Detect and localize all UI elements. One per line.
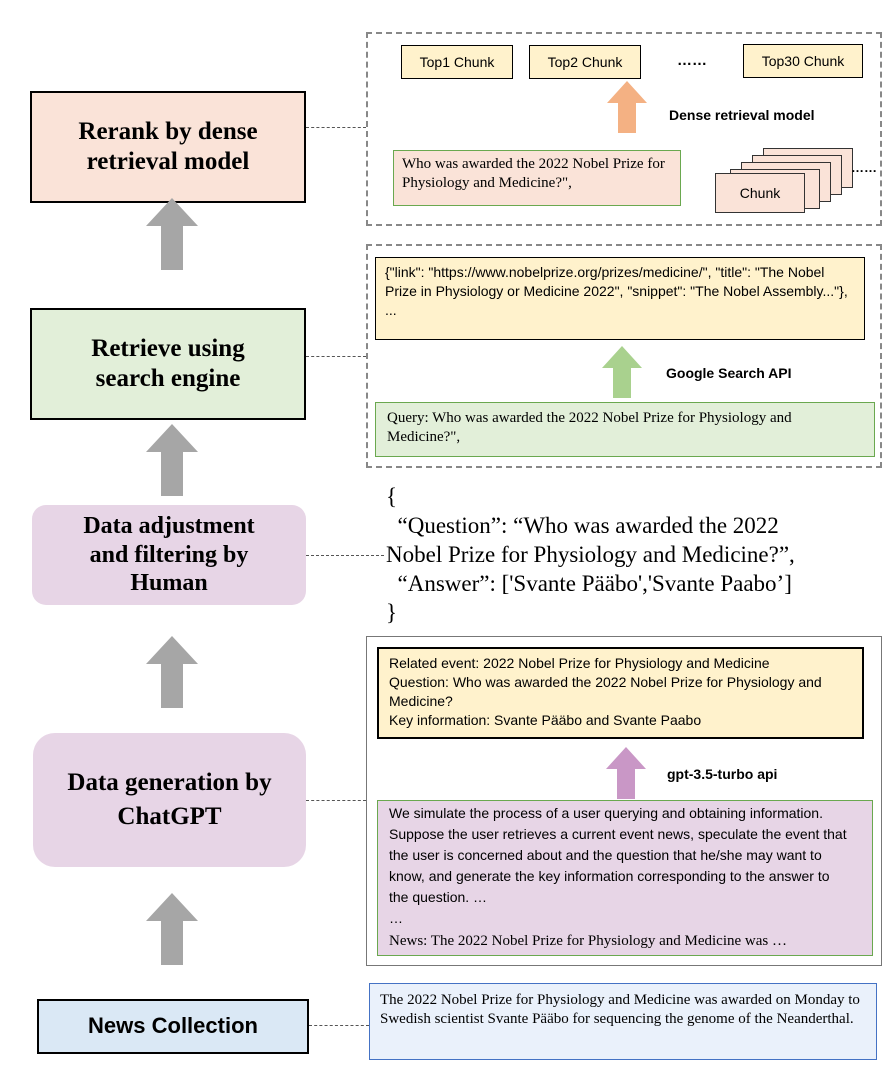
up-arrow-icon bbox=[146, 636, 198, 708]
prompt-box bbox=[377, 800, 873, 956]
stage-rerank: Rerank by dense retrieval model bbox=[30, 91, 306, 203]
connector bbox=[309, 1025, 369, 1026]
rerank-panel bbox=[366, 32, 882, 226]
connector bbox=[306, 356, 366, 357]
up-arrow-icon bbox=[146, 893, 198, 965]
json-question: “Question”: “Who was awarded the 2022 bbox=[386, 513, 779, 538]
chunk-ellipsis: …… bbox=[677, 52, 707, 69]
gpt-api-label: gpt-3.5-turbo api bbox=[667, 766, 778, 782]
json-answer: “Answer”: ['Svante Pääbo','Svante Paabo’… bbox=[386, 571, 792, 596]
chunk-card-front: Chunk bbox=[715, 173, 805, 213]
stage-adjust: Data adjustment and filtering by Human bbox=[32, 505, 306, 605]
up-arrow-icon bbox=[146, 424, 198, 496]
up-arrow-icon bbox=[607, 81, 647, 133]
generate-panel bbox=[366, 636, 882, 966]
news-text: The 2022 Nobel Prize for Physiology and … bbox=[369, 983, 877, 1060]
connector bbox=[306, 800, 366, 801]
top2-chunk: Top2 Chunk bbox=[529, 45, 641, 79]
json-close: } bbox=[386, 600, 398, 625]
google-api-label: Google Search API bbox=[666, 365, 792, 381]
up-arrow-icon bbox=[606, 747, 646, 799]
connector bbox=[306, 555, 384, 556]
stage-news: News Collection bbox=[37, 999, 309, 1054]
prompt-text: We simulate the process of a user queryi… bbox=[389, 805, 847, 926]
prompt-news-line: News: The 2022 Nobel Prize for Physiolog… bbox=[389, 933, 787, 949]
dense-model-label: Dense retrieval model bbox=[669, 107, 815, 123]
rerank-question: Who was awarded the 2022 Nobel Prize for… bbox=[393, 150, 681, 206]
connector bbox=[306, 127, 366, 128]
retrieve-panel bbox=[366, 244, 882, 468]
top1-chunk: Top1 Chunk bbox=[401, 45, 513, 79]
query-box: Query: Who was awarded the 2022 Nobel Pr… bbox=[375, 402, 875, 457]
json-question-cont: Nobel Prize for Physiology and Medicine?… bbox=[386, 542, 795, 567]
generated-output: Related event: 2022 Nobel Prize for Phys… bbox=[377, 647, 864, 739]
stage-retrieve: Retrieve using search engine bbox=[30, 308, 306, 420]
top30-chunk: Top30 Chunk bbox=[743, 44, 863, 78]
stage-generate: Data generation by ChatGPT bbox=[33, 733, 306, 867]
json-open: { bbox=[386, 484, 398, 509]
up-arrow-icon bbox=[146, 198, 198, 270]
stack-ellipsis: …… bbox=[851, 160, 877, 175]
up-arrow-icon bbox=[602, 346, 642, 398]
search-result: {"link": "https://www.nobelprize.org/pri… bbox=[375, 257, 865, 340]
